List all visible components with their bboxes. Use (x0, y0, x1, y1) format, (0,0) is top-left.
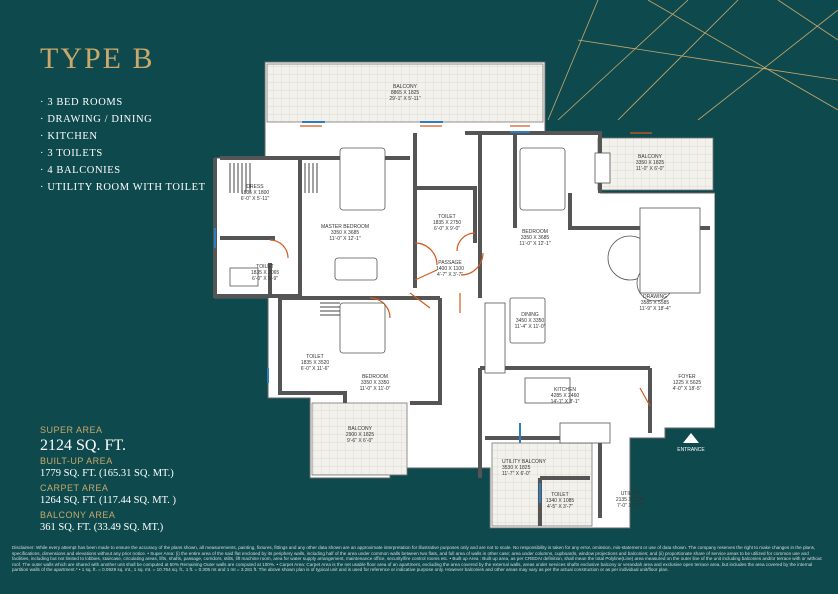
furniture (229, 147, 701, 444)
balcony-bottom-area (311, 402, 408, 476)
disclaimer-text: Disclaimer: While every attempt has been… (12, 545, 822, 573)
windows (214, 121, 541, 503)
entrance-arrow-icon (683, 433, 699, 443)
super-area-label: SUPER AREA (40, 425, 103, 435)
built-up-area-label: BUILT-UP AREA (40, 456, 113, 466)
walls (213, 131, 710, 526)
entrance-marker: ENTRANCE (676, 428, 706, 453)
feature-item: · 3 Bed Rooms (40, 97, 123, 108)
super-area-value: 2124 SQ. FT. (40, 437, 126, 454)
balcony-area-label: BALCONY AREA (40, 510, 116, 520)
decorative-lines (547, 0, 838, 120)
carpet-area-value: 1264 SQ. FT. (117.44 SQ. MT. ) (40, 495, 177, 506)
feature-item: · Drawing / Dining (40, 114, 153, 125)
built-up-area-value: 1779 SQ. FT. (165.31 SQ. MT.) (40, 468, 174, 479)
feature-item: · 3 Toilets (40, 148, 103, 159)
area-summary: SUPER AREA 2124 SQ. FT. BUILT-UP AREA 17… (40, 425, 240, 537)
wardrobe-hatch (229, 163, 340, 316)
feature-item: · Utility Room with Toilet (40, 182, 206, 193)
balcony-area-value: 361 SQ. FT. (33.49 SQ. MT.) (40, 522, 164, 533)
feature-item: · 4 Balconies (40, 165, 121, 176)
feature-item: · Kitchen (40, 131, 98, 142)
page-title: TYPE B (40, 42, 155, 75)
entrance-label: ENTRANCE (677, 447, 705, 453)
carpet-area-label: CARPET AREA (40, 483, 109, 493)
feature-list: · 3 Bed Rooms · Drawing / Dining · Kitch… (40, 94, 206, 196)
balcony-right-area (597, 137, 714, 191)
balcony-top-area (266, 63, 544, 123)
doors (269, 125, 652, 407)
